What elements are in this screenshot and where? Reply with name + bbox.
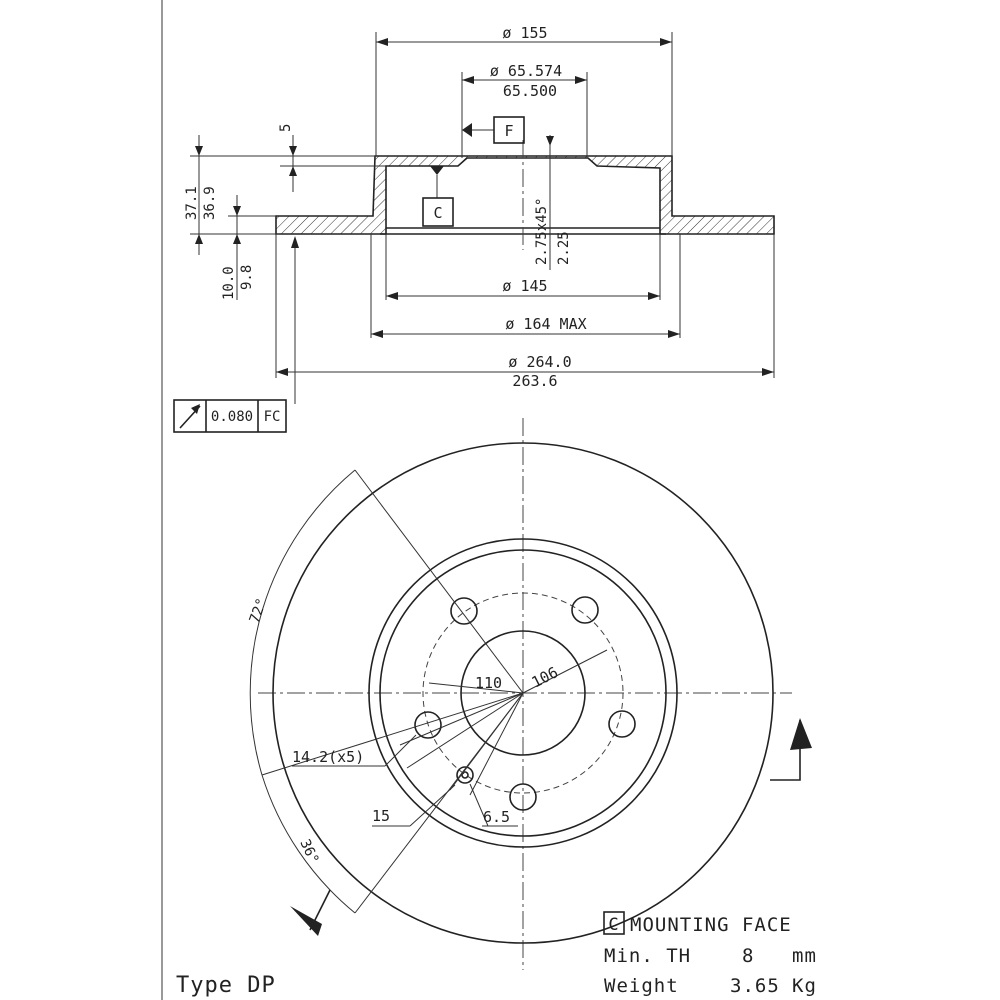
angle-arc-36 (261, 774, 356, 914)
arrow (291, 236, 299, 248)
dim-15-label: 15 (372, 807, 390, 825)
angle-arc-72 (249, 469, 356, 776)
rotation-arrow-right (770, 720, 801, 781)
center-bore-circle (460, 630, 586, 756)
section-hatch (275, 155, 775, 235)
weight-unit: Kg (792, 975, 817, 997)
bolt-holes (414, 596, 636, 811)
arrow (660, 38, 672, 46)
hole-leader-line (469, 692, 524, 796)
min-th-value: 8 (742, 945, 754, 967)
arrow (371, 330, 383, 338)
arrow (386, 292, 398, 300)
runout-symbol-arrow (191, 404, 200, 414)
arrow (762, 368, 774, 376)
legend-c-box (603, 911, 625, 935)
datum-f-box (493, 116, 525, 144)
chamfer-label: 2.75x45° (534, 198, 550, 265)
hole-leader-line (399, 692, 524, 746)
dim-10-min-label: 9.8 (239, 265, 255, 290)
bolt-hole (450, 597, 478, 625)
hat-outer-circle (368, 538, 678, 848)
dim-155-label: ø 155 (502, 24, 547, 42)
holes-leader (384, 734, 417, 767)
pcd-110-line (428, 682, 524, 694)
dim-hub-max-label: ø 65.574 (490, 62, 562, 80)
type-label: Type DP (176, 973, 276, 998)
arrow (195, 146, 203, 156)
hole-leader-line (406, 692, 524, 769)
datum-c-triangle (430, 166, 444, 175)
arrow (668, 330, 680, 338)
radial-line-72 (354, 469, 524, 694)
rotation-arrow-left-head (290, 906, 322, 936)
datum-f-triangle (462, 123, 472, 137)
dim-6-5-label: 6.5 (483, 808, 510, 826)
arrow (546, 136, 554, 146)
weight-value: 3.65 (730, 975, 780, 997)
dim-164-label: ø 164 MAX (505, 315, 586, 333)
runout-value: 0.080 (211, 409, 253, 425)
arrow (462, 76, 474, 84)
angle-72-label: 72° (247, 596, 271, 625)
dim-37-min-label: 36.9 (202, 186, 218, 220)
datum-c-box (422, 197, 454, 227)
rotation-arrow-right-head (790, 718, 812, 750)
dim-264-max-label: ø 264.0 (508, 353, 571, 371)
dim-10-max-label: 10.0 (221, 266, 237, 300)
arrow (648, 292, 660, 300)
runout-frame (173, 399, 287, 433)
runout-datum: FC (264, 409, 281, 425)
arrow (233, 206, 241, 216)
hat-inner-circle (379, 549, 667, 837)
section-view: ø 155 ø 65.574 65.500 F C 2.75x45° 2.25 … (173, 24, 775, 433)
bolt-hole (571, 596, 599, 624)
arrow (276, 368, 288, 376)
bolt-hole (414, 711, 442, 739)
arrow (289, 146, 297, 156)
dim-hub-min-label: 65.500 (503, 82, 557, 100)
arrow (376, 38, 388, 46)
dim-6-5-leader (469, 783, 489, 827)
bolt-hole (509, 783, 537, 811)
datum-c-label: C (433, 204, 442, 222)
angle-36-label: 36° (296, 837, 321, 867)
dim-15-leader (409, 784, 456, 827)
weight-label: Weight (604, 975, 679, 997)
front-view: 72° 36° 110 106 14.2(x5) 15 6.5 (247, 418, 812, 970)
arrow (195, 234, 203, 244)
locator-hole (456, 766, 474, 784)
radial-line-36b (354, 692, 524, 914)
radial-line-36 (261, 692, 524, 776)
pcd-110-label: 110 (475, 674, 502, 692)
arrow (289, 166, 297, 176)
legend-c-label: C (608, 915, 619, 935)
disc-outer-circle (272, 442, 774, 944)
dim-5-label: 5 (278, 124, 294, 132)
pcd-106-line (522, 649, 608, 694)
dim-37-max-label: 37.1 (184, 186, 200, 220)
min-th-label: Min. TH (604, 945, 691, 967)
dim-145-label: ø 145 (502, 277, 547, 295)
mounting-face-label: MOUNTING FACE (630, 914, 792, 936)
bolt-hole (608, 710, 636, 738)
dim-264-min-label: 263.6 (512, 372, 557, 390)
chamfer-2-label: 2.25 (556, 231, 572, 265)
bolt-circle (422, 592, 624, 794)
min-th-unit: mm (792, 945, 817, 967)
holes-label: 14.2(x5) (292, 748, 364, 766)
datum-f-label: F (504, 122, 513, 140)
arrow (575, 76, 587, 84)
arrow (233, 234, 241, 244)
legend: C MOUNTING FACE Min. TH 8 mm Weight 3.65… (603, 911, 817, 997)
locator-hole-inner (461, 771, 469, 779)
